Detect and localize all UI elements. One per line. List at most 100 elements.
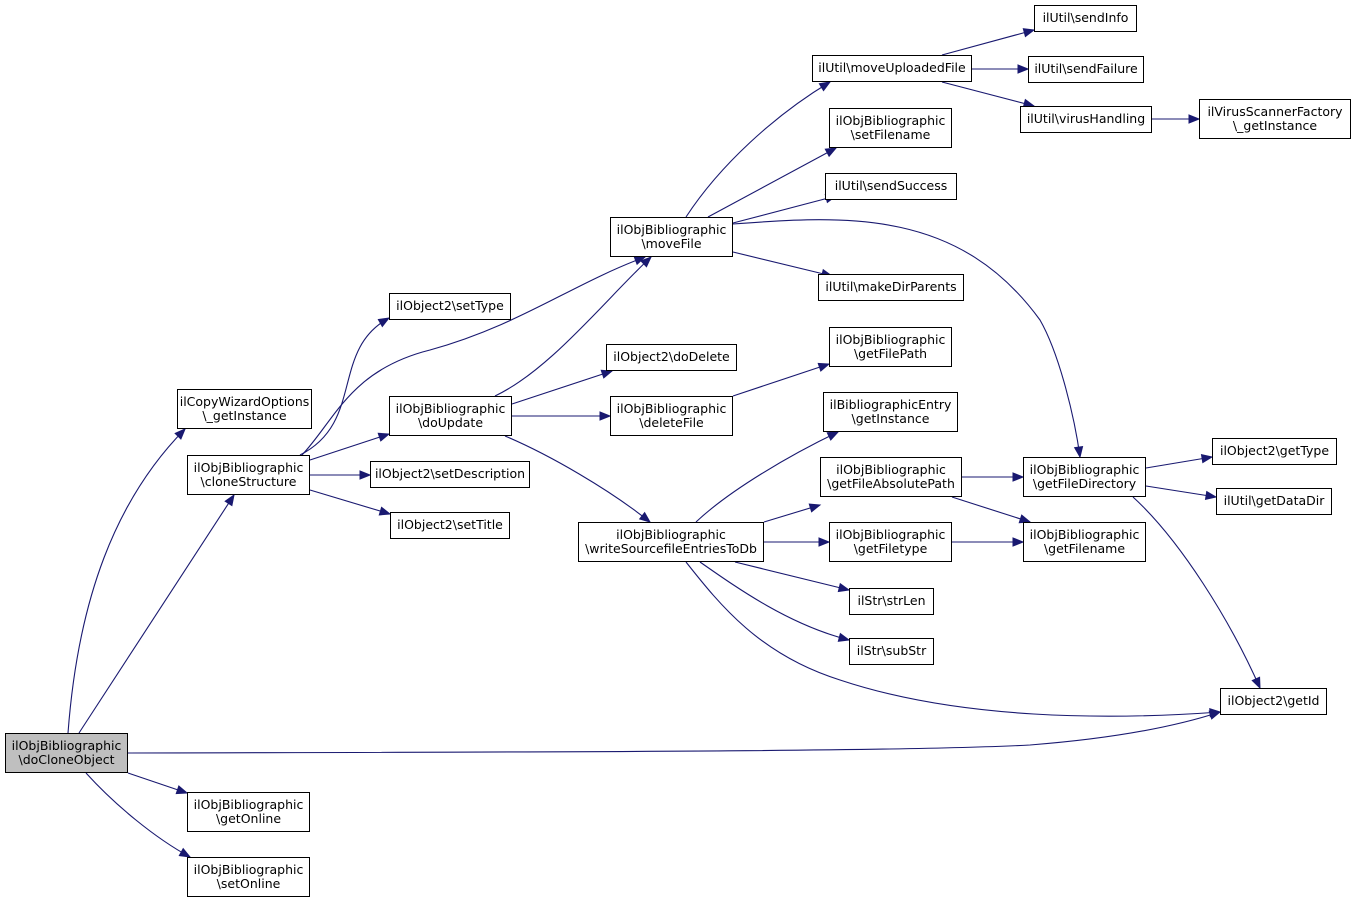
edge-get-file-directory-to-get-id-arrowhead — [1251, 676, 1261, 690]
node-get-file-path[interactable]: ilObjBibliographic\getFilePath — [829, 327, 952, 367]
node-get-file-absolute-path[interactable]: ilObjBibliographic\getFileAbsolutePath — [820, 457, 962, 497]
node-delete-file[interactable]: ilObjBibliographic\deleteFile — [610, 396, 733, 436]
edge-clone-structure-to-set-type — [299, 317, 390, 456]
node-label-line: ilStr\strLen — [857, 593, 926, 609]
edge-clone-structure-to-move-file — [301, 256, 646, 456]
node-bib-entry-get-instance[interactable]: ilBibliographicEntry\getInstance — [823, 392, 958, 432]
node-label-line: \_getInstance — [202, 408, 287, 423]
edge-write-source-to-str-len-arrowhead — [837, 582, 851, 593]
node-label-line: ilObjBibliographic — [836, 461, 946, 477]
edge-move-file-to-move-uploaded — [685, 81, 831, 218]
node-label-line: ilObjBibliographic — [616, 526, 726, 542]
edge-do-clone-object-to-set-online-arrowhead — [178, 847, 192, 858]
node-label-line: \moveFile — [641, 236, 702, 251]
edge-move-file-to-get-file-directory — [732, 219, 1081, 458]
node-set-type[interactable]: ilObject2\setType — [389, 293, 511, 320]
node-send-success[interactable]: ilUtil\sendSuccess — [825, 173, 957, 200]
node-send-failure[interactable]: ilUtil\sendFailure — [1028, 56, 1144, 83]
node-write-source[interactable]: ilObjBibliographic\writeSourcefileEntrie… — [578, 522, 764, 562]
node-set-online[interactable]: ilObjBibliographic\setOnline — [187, 857, 310, 897]
node-get-file-directory[interactable]: ilObjBibliographic\getFileDirectory — [1023, 457, 1146, 497]
edge-do-update-to-write-source — [504, 435, 651, 523]
node-get-online[interactable]: ilObjBibliographic\getOnline — [187, 792, 310, 832]
edge-clone-structure-to-set-title-arrowhead — [378, 506, 392, 516]
node-label-line: ilObjBibliographic — [1029, 526, 1140, 542]
node-label-line: \getFileAbsolutePath — [827, 476, 955, 491]
node-label-line: ilObject2\setTitle — [397, 517, 503, 533]
edge-get-file-directory-to-get-type — [1145, 456, 1213, 469]
edge-write-source-to-get-file-absolute-path-arrowhead — [808, 503, 822, 513]
edge-do-update-to-move-file-arrowhead — [640, 256, 652, 268]
node-clone-structure[interactable]: ilObjBibliographic\cloneStructure — [187, 455, 310, 495]
edge-do-update-to-write-source-arrowhead — [638, 511, 652, 523]
edge-write-source-to-get-filetype-arrowhead — [818, 537, 831, 547]
node-get-filename[interactable]: ilObjBibliographic\getFilename — [1023, 522, 1146, 562]
node-label-line: \_getInstance — [1232, 118, 1318, 133]
node-do-update[interactable]: ilObjBibliographic\doUpdate — [389, 396, 512, 436]
edge-move-uploaded-to-virus-handling — [941, 81, 1035, 107]
edge-move-file-to-make-dir-parents — [732, 251, 833, 277]
node-str-len[interactable]: ilStr\strLen — [849, 588, 934, 615]
node-label-line: ilUtil\getDataDir — [1223, 493, 1325, 509]
edge-virus-handling-to-virus-scanner-arrowhead — [1188, 114, 1201, 124]
node-sub-str[interactable]: ilStr\subStr — [849, 638, 934, 665]
edge-write-source-to-bib-entry-get-instance — [695, 431, 839, 523]
edge-move-file-to-send-success — [732, 195, 837, 224]
node-label-line: ilUtil\sendInfo — [1042, 10, 1129, 26]
node-copy-wizard[interactable]: ilCopyWizardOptions\_getInstance — [177, 389, 312, 429]
edge-get-file-directory-to-get-data-dir — [1145, 485, 1217, 498]
edge-do-clone-object-to-clone-structure-arrowhead — [224, 493, 235, 507]
node-label-line: ilObject2\setType — [396, 298, 504, 314]
node-label-line: \doUpdate — [417, 415, 484, 430]
node-label-line: ilVirusScannerFactory — [1207, 103, 1343, 119]
node-label-line: \getFilePath — [853, 346, 928, 361]
node-get-id[interactable]: ilObject2\getId — [1220, 688, 1327, 715]
node-label-line: ilUtil\sendSuccess — [834, 178, 948, 194]
node-label-line: \getOnline — [215, 811, 282, 826]
edge-do-clone-object-to-copy-wizard-arrowhead — [174, 428, 186, 440]
node-label-line: ilUtil\makeDirParents — [825, 279, 957, 295]
node-do-delete[interactable]: ilObject2\doDelete — [606, 344, 737, 371]
node-get-filetype[interactable]: ilObjBibliographic\getFiletype — [829, 522, 952, 562]
node-set-description[interactable]: ilObject2\setDescription — [370, 461, 530, 488]
node-do-clone-object: ilObjBibliographic\doCloneObject — [5, 733, 128, 773]
node-label-line: \getInstance — [851, 411, 930, 426]
node-set-filename[interactable]: ilObjBibliographic\setFilename — [829, 108, 952, 148]
node-label-line: ilCopyWizardOptions — [179, 393, 310, 409]
edge-clone-structure-to-do-update — [309, 433, 390, 461]
node-label-line: ilUtil\sendFailure — [1034, 61, 1138, 77]
node-get-type[interactable]: ilObject2\getType — [1212, 438, 1337, 465]
node-label-line: ilUtil\moveUploadedFile — [818, 60, 966, 76]
node-label-line: ilObjBibliographic — [193, 459, 304, 475]
edge-clone-structure-to-set-type-arrowhead — [377, 317, 391, 328]
node-label-line: ilObjBibliographic — [835, 331, 946, 347]
node-virus-handling[interactable]: ilUtil\virusHandling — [1020, 106, 1152, 133]
node-label-line: ilUtil\virusHandling — [1026, 111, 1146, 127]
edge-clone-structure-to-set-description-arrowhead — [359, 470, 372, 480]
node-virus-scanner[interactable]: ilVirusScannerFactory\_getInstance — [1199, 99, 1351, 139]
node-label-line: \cloneStructure — [200, 474, 297, 489]
edge-move-uploaded-to-send-info-arrowhead — [1022, 28, 1036, 38]
edge-write-source-to-bib-entry-get-instance-arrowhead — [826, 431, 840, 441]
node-set-title[interactable]: ilObject2\setTitle — [390, 512, 510, 539]
edge-get-file-absolute-path-to-get-filename — [951, 496, 1031, 523]
edge-get-file-absolute-path-to-get-file-directory-arrowhead — [1012, 472, 1025, 482]
edge-get-file-directory-to-get-data-dir-arrowhead — [1204, 490, 1218, 501]
edge-write-source-to-sub-str — [699, 561, 850, 641]
node-move-uploaded[interactable]: ilUtil\moveUploadedFile — [812, 55, 972, 82]
edge-get-file-directory-to-get-id — [1132, 496, 1261, 689]
edge-clone-structure-to-set-title — [309, 489, 391, 515]
edge-write-source-to-sub-str-arrowhead — [837, 632, 851, 642]
node-get-data-dir[interactable]: ilUtil\getDataDir — [1216, 488, 1332, 515]
node-label-line: ilObjBibliographic — [193, 796, 304, 812]
node-send-info[interactable]: ilUtil\sendInfo — [1034, 5, 1137, 32]
edge-do-update-to-move-file — [494, 256, 652, 397]
node-move-file[interactable]: ilObjBibliographic\moveFile — [610, 217, 733, 257]
edge-move-file-to-set-filename — [707, 147, 837, 218]
node-make-dir-parents[interactable]: ilUtil\makeDirParents — [818, 274, 964, 301]
node-label-line: ilObject2\getId — [1227, 693, 1320, 709]
edge-get-filetype-to-get-filename-arrowhead — [1012, 537, 1025, 547]
edge-do-update-to-do-delete — [511, 370, 613, 405]
edge-write-source-to-get-id-arrowhead — [1209, 708, 1222, 718]
